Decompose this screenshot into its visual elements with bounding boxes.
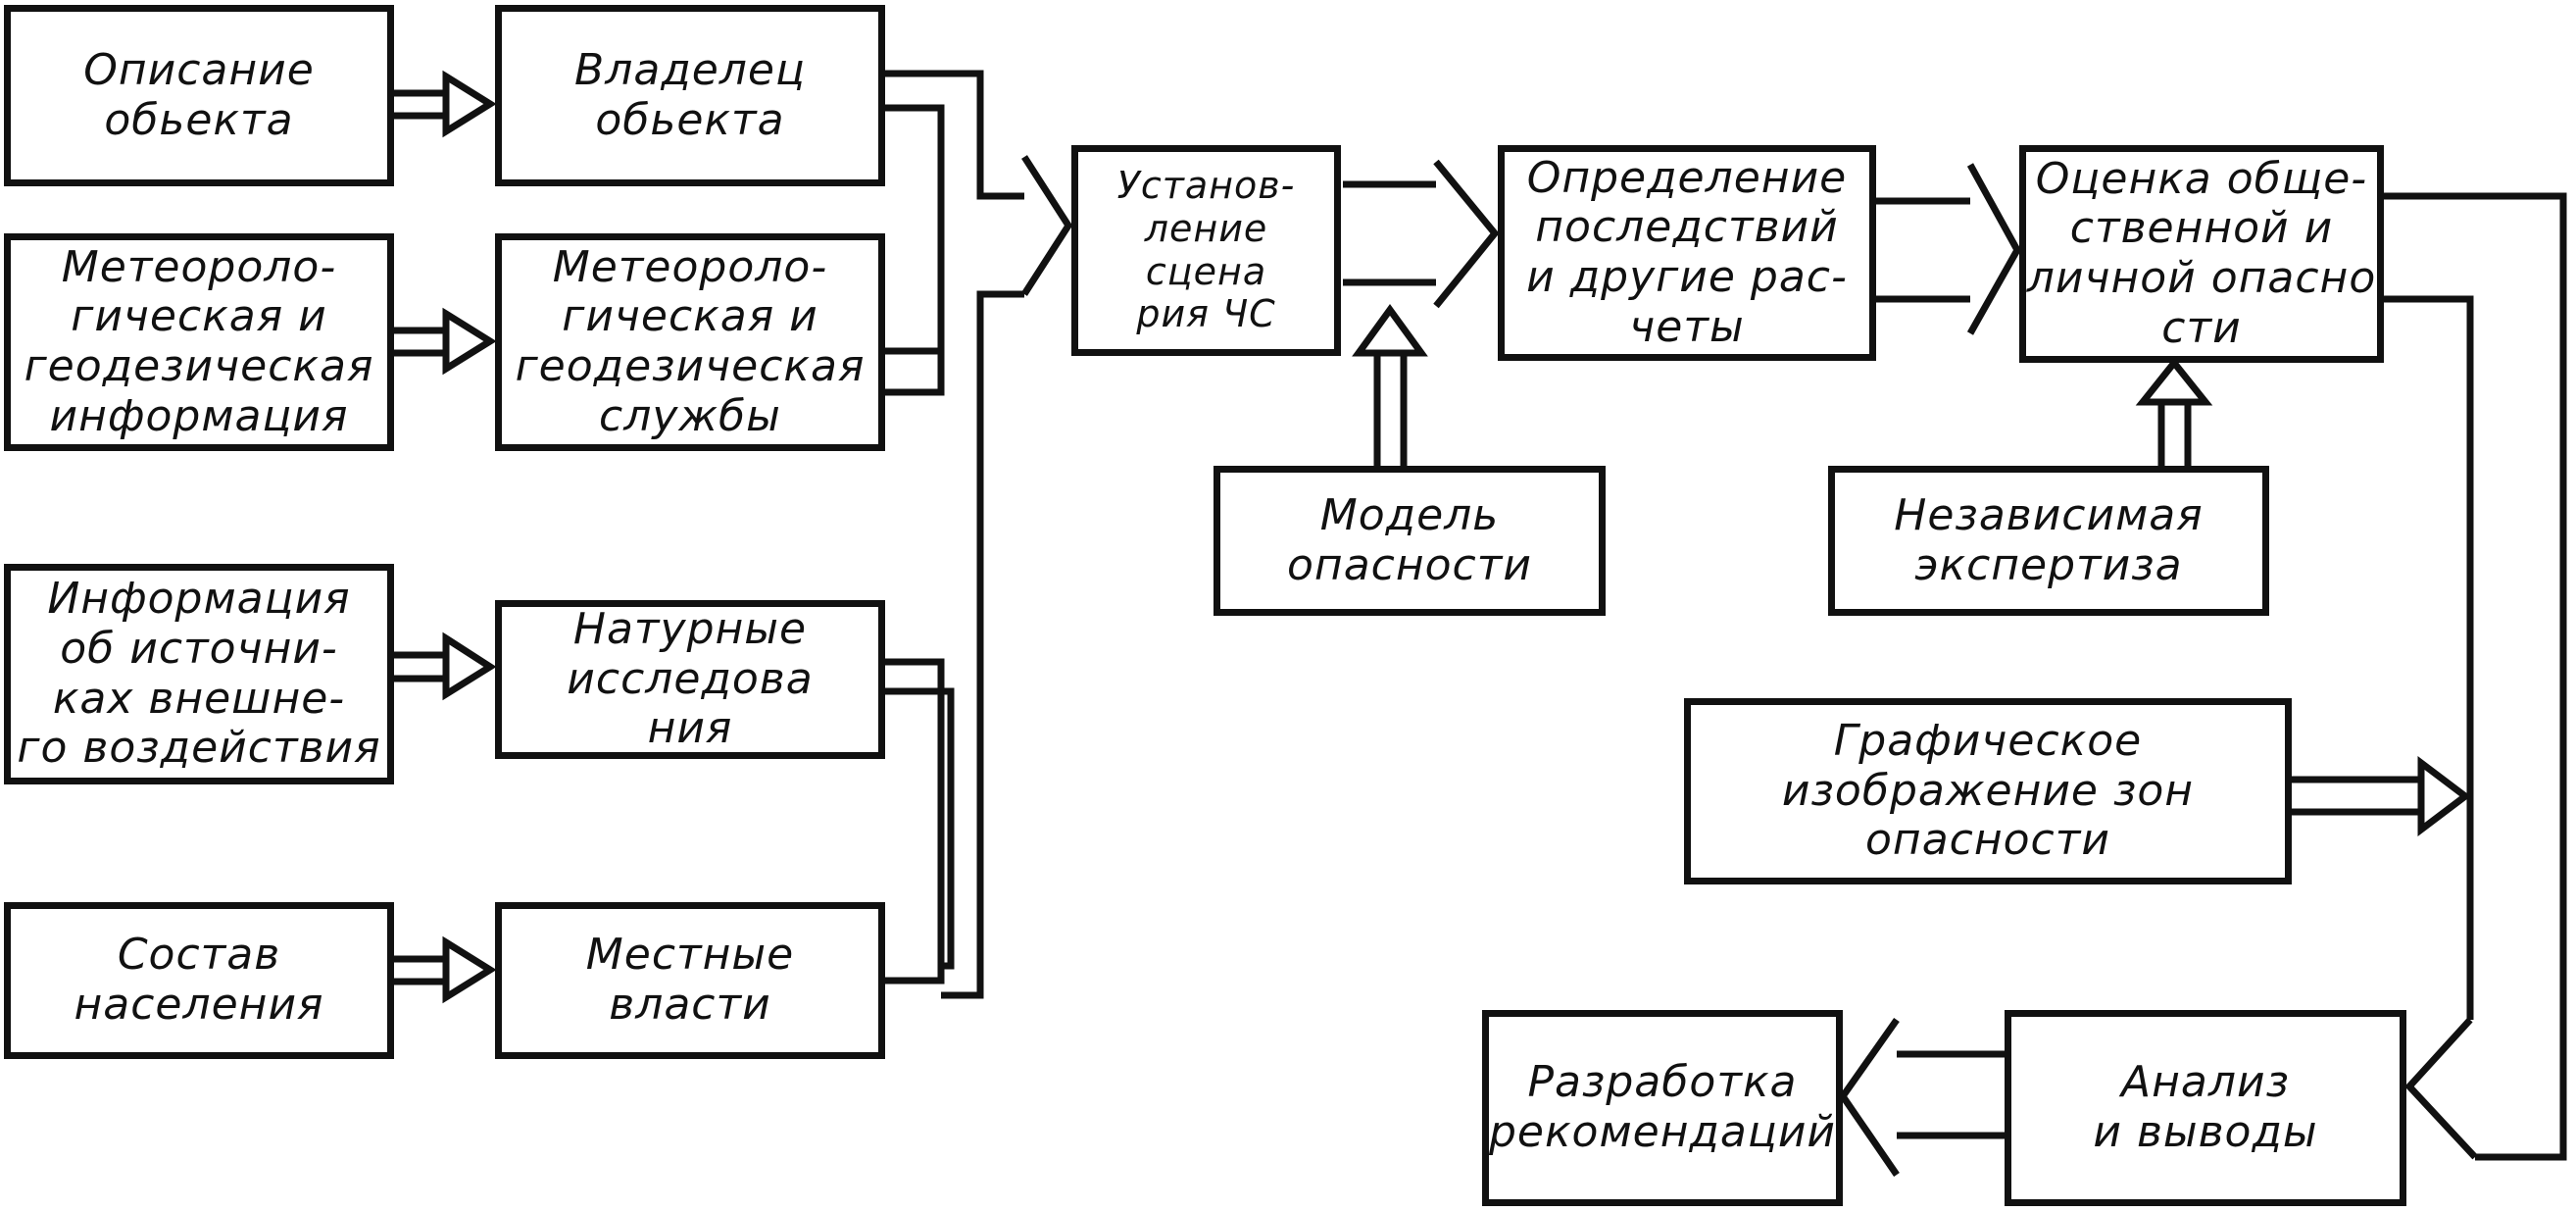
box-label: Оценка обще- ственной и личной опасно ст…: [2026, 153, 2377, 353]
box-independent-expertise: Независимая экспертиза: [1828, 466, 2269, 616]
box-scenario: Установ- ление сцена рия ЧС: [1071, 145, 1341, 356]
arrow-expertise-to-assessment: [2135, 357, 2213, 469]
box-meteo-services: Метеороло- гическая и геодезическая служ…: [495, 233, 885, 451]
box-label: Определение последствий и другие рас- че…: [1526, 152, 1848, 352]
trunk-right: [2380, 192, 2567, 1161]
box-label: Разработка рекомендаций: [1488, 1057, 1837, 1157]
arrow-external-info-to-research: [390, 631, 497, 701]
box-label: Состав населения: [74, 930, 324, 1030]
arrow-scenario-to-consequences: [1343, 159, 1500, 309]
arrow-graphic-to-trunk: [2288, 755, 2471, 837]
box-object-owner: Владелец обьекта: [495, 5, 885, 186]
box-population: Состав населения: [4, 902, 394, 1059]
box-local-authorities: Местные власти: [495, 902, 885, 1059]
collector-upper: [885, 70, 1073, 396]
box-label: Натурные исследова ния: [567, 604, 814, 754]
box-risk-assessment: Оценка обще- ственной и личной опасно ст…: [2019, 145, 2384, 363]
box-analysis: Анализ и выводы: [2005, 1010, 2406, 1206]
box-external-sources-info: Информация об источни- ках внешне- го во…: [4, 564, 394, 784]
box-hazard-model: Модель опасности: [1214, 466, 1606, 616]
arrow-population-to-authorities: [390, 935, 497, 1004]
arrow-meteo-info-to-services: [390, 307, 497, 376]
collector-lower: [885, 290, 1024, 999]
box-label: Информация об источни- ках внешне- го во…: [17, 574, 381, 774]
box-recommendations: Разработка рекомендаций: [1482, 1010, 1843, 1206]
box-label: Местные власти: [585, 930, 795, 1030]
box-label: Модель опасности: [1287, 489, 1532, 590]
box-object-description: Описание обьекта: [4, 5, 394, 186]
box-field-research: Натурные исследова ния: [495, 600, 885, 759]
arrow-analysis-to-recommendations: [1838, 1017, 2005, 1177]
box-label: Метеороло- гическая и геодезическая инфо…: [24, 241, 374, 441]
box-label: Графическое изображение зон опасности: [1781, 716, 2195, 866]
box-graphic-zones: Графическое изображение зон опасности: [1684, 698, 2292, 884]
arrow-trunk-to-analysis: [2404, 1017, 2478, 1160]
arrow-description-to-owner: [390, 70, 497, 138]
box-meteo-info: Метеороло- гическая и геодезическая инфо…: [4, 233, 394, 451]
box-label: Установ- ление сцена рия ЧС: [1116, 164, 1296, 336]
box-label: Владелец обьекта: [574, 44, 806, 145]
box-consequences: Определение последствий и другие рас- че…: [1498, 145, 1876, 361]
box-label: Независимая экспертиза: [1894, 489, 2204, 590]
arrow-model-to-scenario: [1352, 304, 1428, 469]
box-label: Анализ и выводы: [2093, 1057, 2318, 1157]
box-label: Описание обьекта: [83, 44, 315, 145]
box-label: Метеороло- гическая и геодезическая служ…: [515, 241, 866, 441]
arrow-consequences-to-assessment: [1874, 163, 2022, 335]
